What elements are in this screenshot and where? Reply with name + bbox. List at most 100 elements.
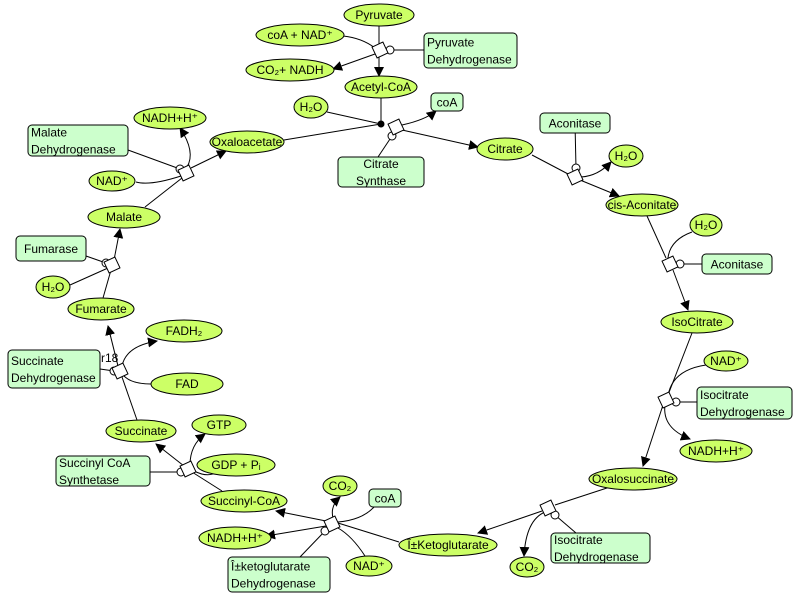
production-arc <box>477 510 543 535</box>
species-nad_akg[interactable]: NAD⁺ <box>345 555 393 577</box>
enzyme-aconitase2[interactable]: Aconitase <box>701 253 773 275</box>
species-oxalosuccinate[interactable]: Oxalosuccinate <box>588 467 678 491</box>
process-node-scs[interactable] <box>179 460 197 478</box>
species-label: Pyruvate <box>355 8 403 22</box>
catalysis-arc <box>299 530 326 558</box>
nodes-layer: Pyruvate coA + NAD⁺ CO₂+ NADH Acetyl-CoA H₂O… <box>7 3 793 593</box>
species-pyruvate[interactable]: Pyruvate <box>343 3 415 27</box>
species-label: NADH+H⁺ <box>142 111 198 125</box>
consumption-arc <box>135 175 182 184</box>
consumption-arc <box>337 522 400 543</box>
enzyme-shape <box>539 112 611 134</box>
enzyme-label: coA <box>375 492 396 506</box>
species-shape <box>293 95 329 119</box>
species-label: GDP + Pᵢ <box>211 458 260 472</box>
species-fad[interactable]: FAD <box>150 372 224 396</box>
species-gtp[interactable]: GTP <box>191 414 247 436</box>
species-co2_akg[interactable]: CO₂ <box>322 475 358 497</box>
species-gdp[interactable]: GDP + Pᵢ <box>196 453 276 477</box>
species-shape <box>679 439 753 463</box>
consumption-arc <box>646 215 667 259</box>
species-h2o_fum[interactable]: H₂O <box>35 275 71 299</box>
enzyme-shape <box>701 253 773 275</box>
consumption-arc <box>342 35 376 49</box>
production-arc <box>641 404 664 467</box>
process-node-icd1[interactable] <box>657 391 675 409</box>
consumption-arc <box>337 527 366 557</box>
enzyme-label: Aconitase <box>711 258 764 272</box>
production-arc <box>275 507 327 522</box>
enzyme-label: Aconitase <box>549 117 602 131</box>
species-shape <box>88 170 136 192</box>
species-succinate[interactable]: Succinate <box>105 419 177 443</box>
species-label: NAD⁺ <box>710 354 742 368</box>
species-acetylcoa[interactable]: Acetyl-CoA <box>344 75 418 99</box>
species-cisaconitate[interactable]: cis-Aconitate <box>605 193 679 217</box>
species-shape <box>660 310 734 334</box>
process-node-mdh[interactable] <box>177 164 195 182</box>
species-label: H₂O <box>615 149 638 163</box>
species-shape <box>198 526 272 550</box>
process-node-fum[interactable] <box>103 256 121 274</box>
species-label: H₂O <box>42 280 65 294</box>
species-coa_nad[interactable]: coA + NAD⁺ <box>255 23 345 47</box>
enzyme-coa_akg[interactable]: coA <box>368 488 402 508</box>
species-malate[interactable]: Malate <box>87 205 161 229</box>
species-nad_icd[interactable]: NAD⁺ <box>703 350 749 372</box>
species-fadh2[interactable]: FADH₂ <box>145 319 223 343</box>
enzyme-shape <box>227 556 331 593</box>
species-nadh_akg[interactable]: NADH+H⁺ <box>198 526 272 550</box>
consumption-arc <box>326 111 382 125</box>
species-co2_nadh[interactable]: CO₂+ NADH <box>245 58 335 82</box>
production-arc <box>329 496 341 519</box>
enzyme-label: Citrate <box>363 157 399 171</box>
process-node-icd2[interactable] <box>539 499 557 517</box>
process-node-cs[interactable] <box>387 118 405 136</box>
process-node-sdh[interactable] <box>111 362 129 380</box>
species-akg[interactable]: Î±Ketoglutarate <box>398 533 498 557</box>
species-co2_icd[interactable]: CO₂ <box>509 556 545 578</box>
species-isocitrate[interactable]: IsoCitrate <box>660 310 734 334</box>
process-node-acon1[interactable] <box>566 168 584 186</box>
enzyme-shape <box>430 92 464 112</box>
enzyme-coa_cs[interactable]: coA <box>430 92 464 112</box>
species-citrate[interactable]: Citrate <box>476 137 534 161</box>
species-oxaloacetate[interactable]: Oxaloacetate <box>209 130 285 154</box>
enzyme-shape <box>337 156 425 188</box>
species-label: CO₂ <box>329 479 352 493</box>
production-arc <box>580 161 612 178</box>
species-h2o_cs[interactable]: H₂O <box>293 95 329 119</box>
species-shape <box>703 350 749 372</box>
enzyme-fumarase[interactable]: Fumarase <box>15 235 87 262</box>
catalysis-arc <box>554 514 577 534</box>
process-node-acon2[interactable] <box>661 255 679 273</box>
enzyme-label: Pyruvate <box>427 36 475 50</box>
species-fumarate[interactable]: Fumarate <box>67 297 135 321</box>
production-arc <box>401 110 437 126</box>
production-arc <box>105 325 119 367</box>
species-nadh_icd[interactable]: NADH+H⁺ <box>679 439 753 463</box>
species-shape <box>255 23 345 47</box>
enzyme-label: Synthase <box>356 174 406 188</box>
enzyme-aconitase1[interactable]: Aconitase <box>539 112 611 134</box>
species-h2o_acon1[interactable]: H₂O <box>608 144 644 168</box>
species-succinylcoa[interactable]: Succinyl-CoA <box>200 489 288 513</box>
species-nadh_mdh[interactable]: NADH+H⁺ <box>133 106 207 130</box>
species-nad_mdh[interactable]: NAD⁺ <box>88 170 136 192</box>
species-h2o_acon2[interactable]: H₂O <box>689 213 723 237</box>
species-shape <box>67 297 135 321</box>
species-shape <box>476 137 534 161</box>
species-label: Citrate <box>487 142 523 156</box>
species-shape <box>344 75 418 99</box>
process-node-akgdh[interactable] <box>323 515 341 533</box>
process-node-pdh[interactable] <box>371 41 389 59</box>
